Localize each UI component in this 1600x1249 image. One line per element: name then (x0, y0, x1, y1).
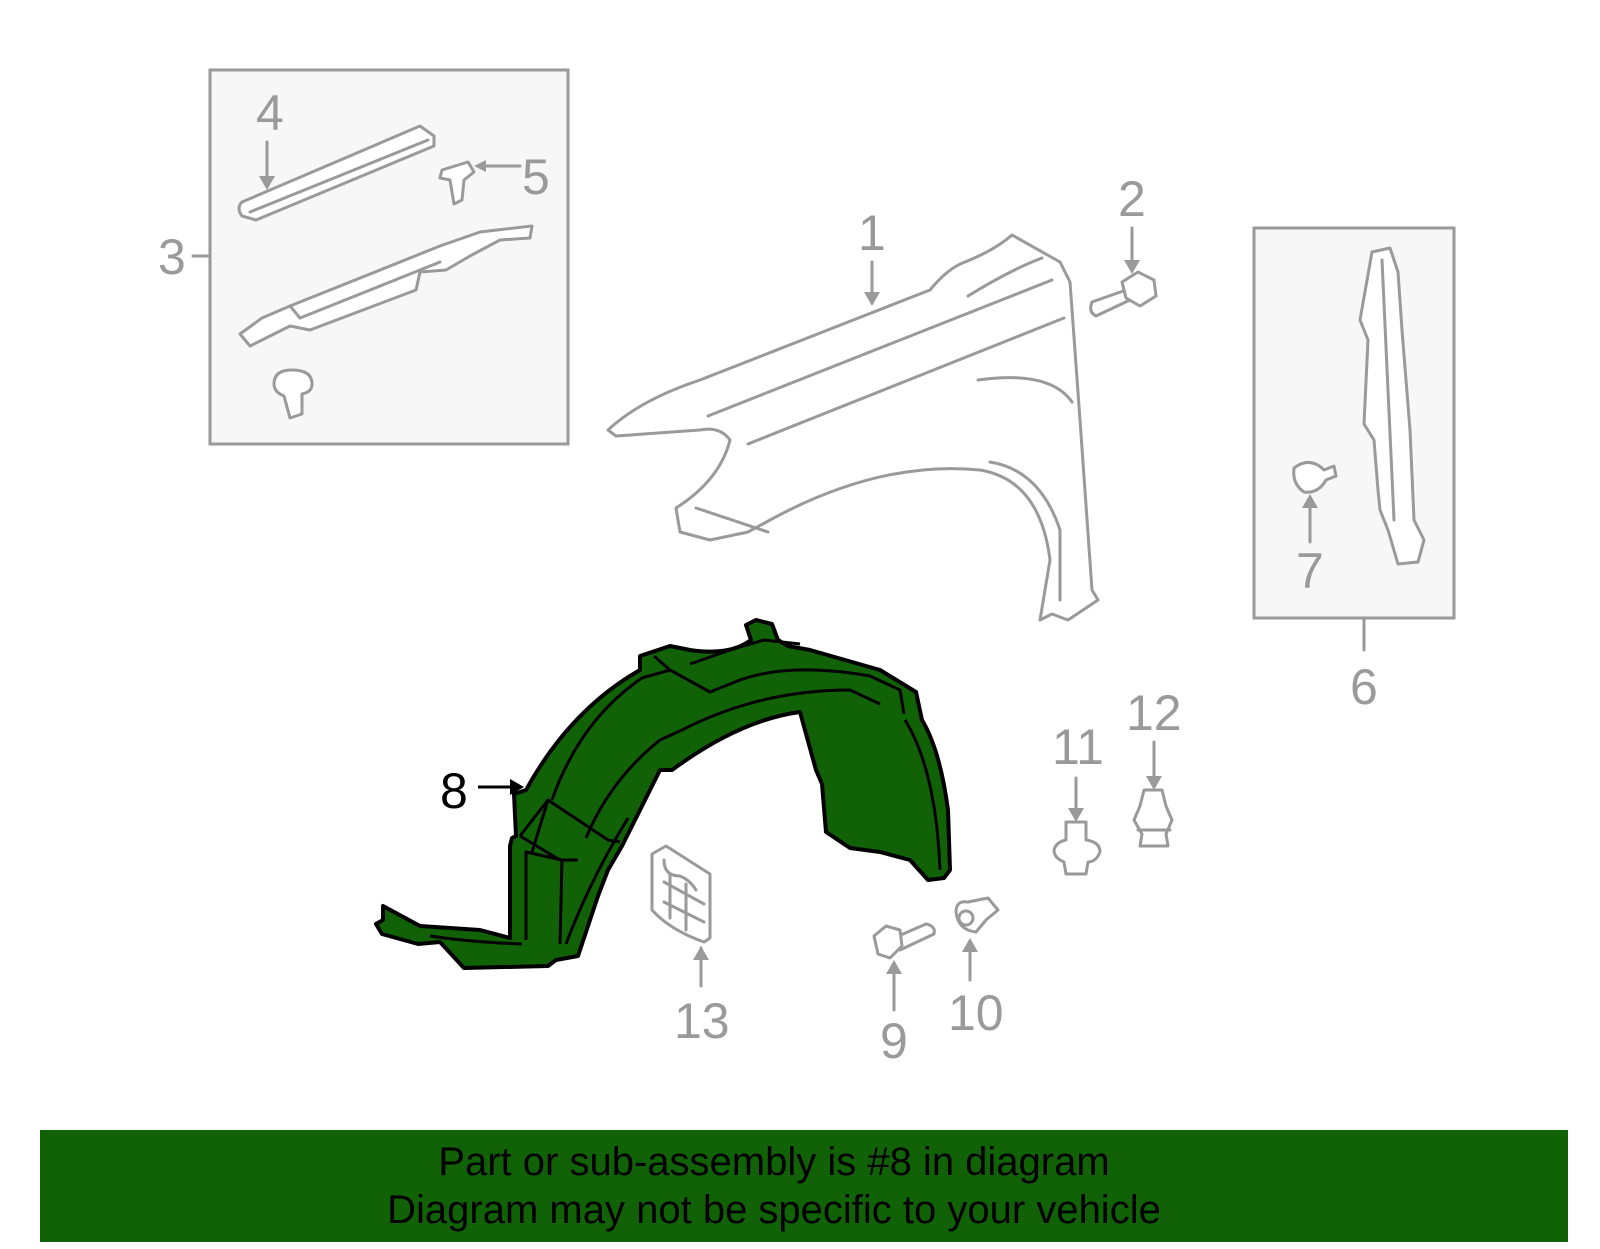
group-3-box (191, 68, 570, 446)
callout-2: 2 (1118, 171, 1146, 227)
callout-11: 11 (1052, 719, 1104, 775)
callout-10: 10 (948, 985, 1004, 1041)
part-2-bolt[interactable] (1089, 270, 1158, 318)
part-12-clip[interactable] (1132, 788, 1174, 848)
bracket[interactable] (238, 224, 534, 348)
part-10-nut[interactable] (954, 896, 1000, 934)
callout-7: 7 (1296, 543, 1324, 599)
part-9-bolt[interactable] (872, 922, 936, 960)
part-1-fender[interactable] (606, 233, 1100, 622)
part-7-clip[interactable] (1292, 461, 1338, 494)
callout-1: 1 (858, 205, 886, 261)
part-11-clip[interactable] (1052, 820, 1102, 876)
callout-4: 4 (256, 85, 284, 141)
part-8-fender-liner[interactable] (374, 618, 952, 970)
part-6-seal[interactable] (1358, 246, 1426, 566)
callout-5: 5 (522, 149, 550, 205)
callout-12: 12 (1126, 685, 1182, 741)
callout-6: 6 (1350, 659, 1378, 715)
callout-8: 8 (440, 763, 468, 819)
bracket-clip[interactable] (272, 368, 314, 420)
group-6-box (1252, 226, 1456, 652)
info-banner: Part or sub-assembly is #8 in diagram Di… (40, 1130, 1568, 1242)
banner-line-1: Part or sub-assembly is #8 in diagram (438, 1140, 1110, 1184)
callout-3: 3 (158, 229, 186, 285)
callout-13: 13 (674, 993, 730, 1049)
callout-9: 9 (880, 1013, 908, 1069)
banner-line-2: Diagram may not be specific to your vehi… (387, 1188, 1161, 1232)
part-5-clip[interactable] (438, 160, 476, 206)
part-13-shield[interactable] (650, 844, 712, 944)
